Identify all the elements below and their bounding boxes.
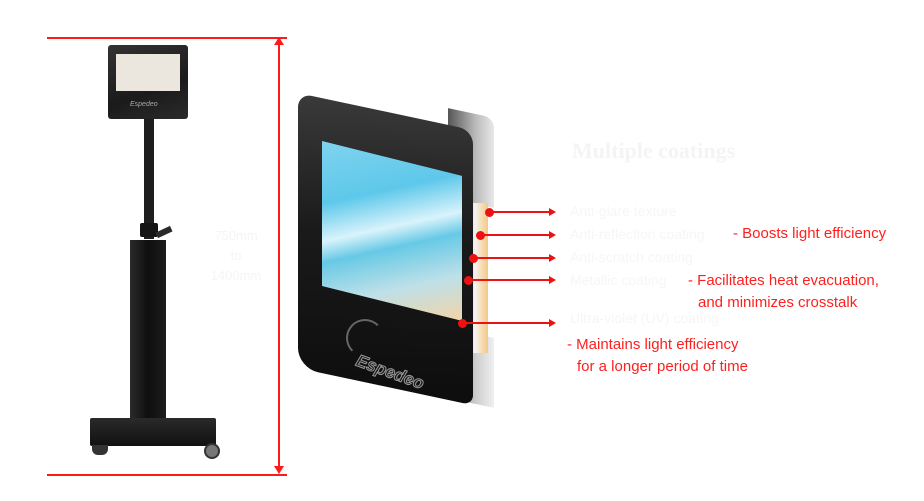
top-dimension-line xyxy=(47,37,287,39)
benefit-anti-reflection: - Boosts light efficiency xyxy=(733,225,887,242)
vertical-dimension-line xyxy=(278,40,280,472)
benefit-metallic-line2: and minimizes crosstalk xyxy=(698,294,858,311)
benefit-uv-line1: - Maintains light efficiency xyxy=(567,336,739,353)
arrow-head-icon xyxy=(549,319,556,327)
arrow-head-icon xyxy=(549,208,556,216)
arrow-line xyxy=(473,257,549,259)
layer-label-3: Anti-scratch coating xyxy=(570,249,693,265)
leveling-foot xyxy=(92,445,108,455)
stand-monitor-logo: Espedeo xyxy=(130,101,158,108)
height-to: to xyxy=(230,248,242,263)
arrow-line xyxy=(489,211,549,213)
layer-label-4: Metallic coating xyxy=(570,272,667,288)
caster-wheel xyxy=(204,443,220,459)
panel-illustration: Espedeo xyxy=(298,93,498,408)
stand-column xyxy=(130,240,166,440)
stand-monitor: Espedeo xyxy=(108,45,188,119)
benefit-uv-line2: for a longer period of time xyxy=(577,358,748,375)
arrow-head-icon xyxy=(549,254,556,262)
layer-label-1: Anti-glare texture xyxy=(570,203,677,219)
height-min: 750mm xyxy=(214,228,258,243)
arrow-down-icon xyxy=(274,466,284,474)
panel-logo-swoosh-icon xyxy=(346,319,384,357)
arrow-up-icon xyxy=(274,37,284,45)
stand-illustration: Espedeo xyxy=(80,45,230,470)
bottom-dimension-line xyxy=(47,474,287,476)
arrow-head-icon xyxy=(549,276,556,284)
stand-base xyxy=(90,418,216,446)
height-max: 1400mm xyxy=(210,268,262,283)
stand-pole xyxy=(144,119,154,239)
arrow-line xyxy=(480,234,549,236)
height-label: 750mm to 1400mm xyxy=(200,226,272,286)
stand-monitor-screen xyxy=(116,54,180,91)
arrow-line xyxy=(468,279,549,281)
arrow-head-icon xyxy=(549,231,556,239)
benefit-metallic-line1: - Facilitates heat evacuation, xyxy=(688,272,879,289)
arrow-line xyxy=(462,322,549,324)
coatings-heading: Multiple coatings xyxy=(572,138,736,163)
stand-collar xyxy=(140,223,158,237)
layer-label-2: Anti-reflection coating xyxy=(570,226,705,242)
layer-label-5: Ultra-violet (UV) coating xyxy=(570,310,719,326)
stand-lever xyxy=(155,225,173,239)
